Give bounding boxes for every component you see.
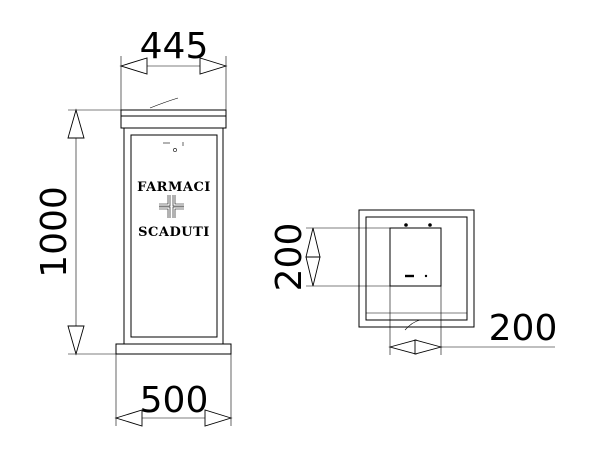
label-scaduti: SCADUTI [138, 225, 210, 240]
lock-icon [173, 148, 177, 152]
front-view: FARMACI SCADUTI 445 1000 [34, 26, 233, 427]
lid-handle [149, 97, 179, 109]
label-farmaci: FARMACI [137, 180, 211, 195]
dim-200-bottom-text: 200 [489, 308, 558, 349]
lid-band [120, 115, 227, 129]
bolt-right [428, 223, 432, 227]
cabinet-base [115, 343, 232, 355]
lid-top [120, 109, 227, 117]
dimension-1000: 1000 [34, 108, 121, 356]
bolt-left [404, 223, 408, 227]
dimension-200-bottom: 200 [388, 286, 558, 355]
top-outer-frame [358, 209, 475, 328]
dimension-445: 445 [119, 26, 228, 110]
top-view: 200 200 [269, 209, 558, 355]
top-handle [404, 319, 421, 331]
dim-445-text: 445 [140, 26, 209, 67]
cabinet-front-panel [130, 134, 218, 338]
drop-opening [389, 227, 442, 287]
dimension-200-side: 200 [269, 223, 390, 292]
dim-1000-text: 1000 [34, 186, 75, 278]
dim-200-side-text: 200 [269, 223, 310, 292]
top-inner-frame [365, 216, 468, 321]
dim-500-text: 500 [140, 380, 209, 421]
dimension-500: 500 [114, 354, 233, 427]
slot-dot [424, 274, 428, 278]
pharmacy-cross-icon [159, 195, 184, 218]
